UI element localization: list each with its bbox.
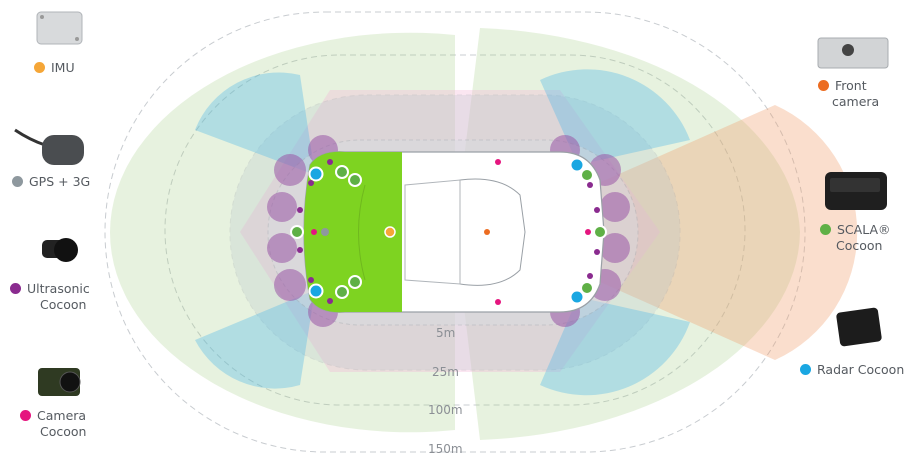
car-roof [404, 179, 461, 285]
scala-coverage-left [109, 32, 455, 433]
legend-ultrasonic: Ultrasonic Cocoon [10, 281, 90, 313]
legend-front-camera-label-2: camera [832, 94, 880, 109]
legend-radar-label: Radar Cocoon [817, 362, 905, 377]
legend-front-camera: Front camera [818, 78, 879, 110]
camera-dot [20, 410, 31, 421]
legend-scala-label-1: SCALA® [837, 222, 891, 237]
legend-gps: GPS + 3G [12, 174, 90, 190]
legend-imu: IMU [34, 60, 75, 76]
ring-150m [104, 11, 806, 453]
scala-coverage-right [455, 28, 800, 440]
car-rear-window [358, 184, 366, 281]
imu-dot [34, 62, 45, 73]
scala-dot [820, 224, 831, 235]
car-green-rear [304, 151, 402, 313]
camera-module-icon [38, 368, 81, 396]
ring-label-150m: 150m [428, 442, 463, 456]
legend-imu-label: IMU [51, 60, 75, 75]
radar-dot [800, 364, 811, 375]
legend-scala: SCALA® Cocoon [820, 222, 891, 254]
legend-camera: Camera Cocoon [20, 408, 86, 440]
ring-label-25m: 25m [432, 365, 459, 379]
legend-gps-label: GPS + 3G [29, 174, 91, 189]
ring-label-5m: 5m [436, 326, 455, 340]
ring-label-100m: 100m [428, 403, 463, 417]
ultrasonic-dot [10, 283, 21, 294]
legend-scala-label-2: Cocoon [836, 238, 883, 253]
front-camera-dot [818, 80, 829, 91]
radar-sensor-icon [836, 307, 882, 347]
legend-radar: Radar Cocoon [800, 362, 904, 378]
legend-camera-label-1: Camera [37, 408, 87, 423]
radar-coverage-front-left [195, 72, 315, 175]
front-camera-coverage [488, 105, 858, 360]
imu-device-icon [36, 11, 83, 45]
radar-coverage-rear-left [195, 290, 315, 389]
gps-antenna-icon [14, 128, 84, 165]
front-camera-icon [817, 37, 889, 69]
sensor-dots [290, 157, 607, 305]
legend-front-camera-label-1: Front [835, 78, 867, 93]
legend-ultrasonic-label-2: Cocoon [40, 297, 87, 312]
ultrasonic-sensor-icon [42, 238, 78, 262]
radar-coverage-front-right [540, 69, 690, 165]
car-windshield [459, 178, 526, 286]
scala-lidar-icon [825, 172, 887, 210]
legend-ultrasonic-label-1: Ultrasonic [27, 281, 90, 296]
ring-100m [164, 54, 746, 406]
legend-camera-label-2: Cocoon [40, 424, 87, 439]
gps-dot [12, 176, 23, 187]
radar-coverage-rear-right [540, 297, 690, 396]
